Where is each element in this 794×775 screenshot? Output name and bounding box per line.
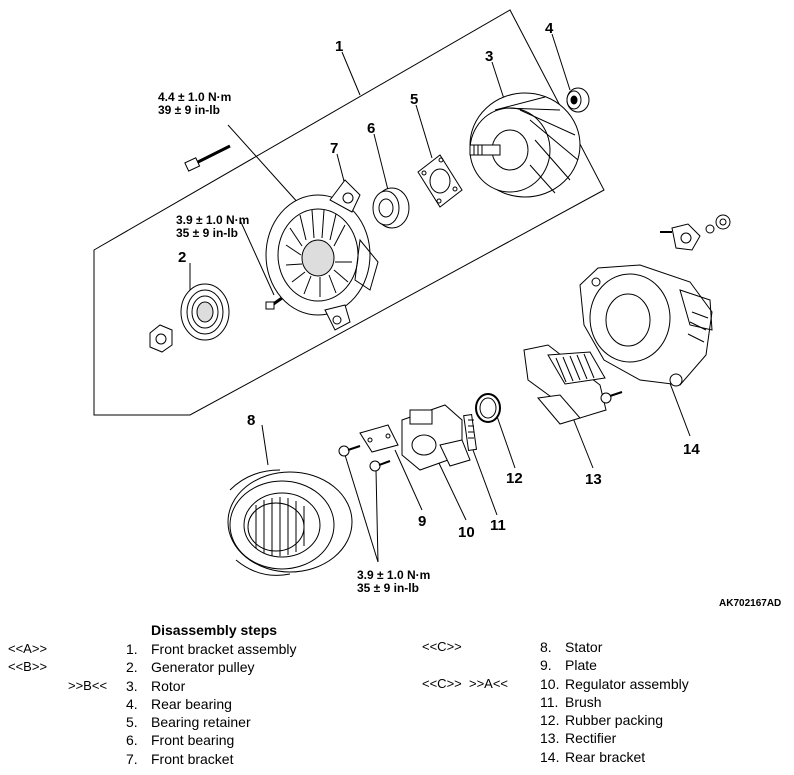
torque-spec-bolt: 4.4 ± 1.0 N·m 39 ± 9 in-lb bbox=[158, 91, 231, 117]
torque-bolt-nm: 4.4 ± 1.0 N·m bbox=[158, 90, 232, 104]
step-number: 10. bbox=[540, 675, 560, 692]
torque-screw-nm: 3.9 ± 1.0 N·m bbox=[176, 213, 250, 227]
step-row: 12. Rubber packing bbox=[422, 711, 782, 729]
step-number: 5. bbox=[126, 714, 138, 731]
rear-bearing bbox=[566, 87, 590, 113]
torque-bolt-inlb: 39 ± 9 in-lb bbox=[158, 103, 220, 117]
step-label: Rubber packing bbox=[565, 712, 664, 729]
callout-labels: 1 2 3 4 5 6 7 8 9 10 11 12 13 14 bbox=[178, 20, 700, 541]
callout-3: 3 bbox=[485, 48, 493, 65]
step-number: 3. bbox=[126, 677, 138, 694]
callout-12: 12 bbox=[506, 470, 523, 487]
step-label: Front bracket bbox=[151, 750, 234, 767]
step-code: <<A>> bbox=[8, 641, 48, 656]
step-number: 6. bbox=[126, 732, 138, 749]
step-label: Rotor bbox=[151, 677, 186, 694]
torque-spec-screw: 3.9 ± 1.0 N·m 35 ± 9 in-lb bbox=[176, 214, 249, 240]
steps-left-list: <<A>> 1. Front bracket assembly <<B>> 2.… bbox=[8, 640, 398, 768]
step-row: <<B>> 2. Generator pulley bbox=[8, 658, 398, 676]
step-number: 11. bbox=[540, 693, 559, 710]
assembly-boundary bbox=[93, 9, 605, 416]
through-bolt bbox=[184, 144, 231, 172]
step-label: Regulator assembly bbox=[565, 675, 689, 692]
step-label: Front bearing bbox=[151, 732, 235, 749]
step-row: 11. Brush bbox=[422, 693, 782, 711]
step-label: Plate bbox=[565, 657, 597, 674]
step-label: Rectifier bbox=[565, 730, 617, 747]
callout-4: 4 bbox=[545, 20, 554, 37]
step-row: 9. Plate bbox=[422, 656, 782, 674]
brush bbox=[463, 414, 478, 451]
stator bbox=[227, 469, 353, 576]
step-row: 14. Rear bracket bbox=[422, 748, 782, 766]
step-number: 14. bbox=[540, 748, 560, 765]
callout-2: 2 bbox=[178, 249, 186, 266]
torque-plate-inlb: 35 ± 9 in-lb bbox=[357, 581, 419, 595]
step-code: <<C>> >>A<< bbox=[422, 675, 509, 691]
rotor bbox=[469, 92, 581, 198]
step-label: Rear bracket bbox=[565, 748, 646, 765]
rectifier bbox=[523, 344, 623, 425]
callout-7: 7 bbox=[330, 140, 338, 157]
reference-code: AK702167AD bbox=[719, 598, 782, 609]
step-code: <<B>> bbox=[8, 659, 48, 675]
step-row: 6. Front bearing bbox=[8, 731, 398, 749]
callout-11: 11 bbox=[490, 517, 506, 534]
step-row: <<C>> 8. Stator bbox=[422, 638, 782, 656]
regulator-assembly bbox=[401, 404, 471, 471]
screw-mid bbox=[265, 296, 283, 310]
step-code: <<C>> bbox=[422, 639, 462, 654]
step-number: 13. bbox=[540, 730, 560, 747]
step-row: 5. Bearing retainer bbox=[8, 713, 398, 731]
torque-spec-plate-screws: 3.9 ± 1.0 N·m 35 ± 9 in-lb bbox=[357, 569, 430, 595]
step-number: 8. bbox=[540, 639, 552, 655]
step-label: Rear bearing bbox=[151, 695, 232, 712]
step-row: <<A>> 1. Front bracket assembly bbox=[8, 640, 398, 658]
steps-title: Disassembly steps bbox=[151, 622, 278, 638]
step-number: 7. bbox=[126, 750, 138, 767]
steps-right-list: <<C>> 8. Stator 9. Plate <<C>> >>A<< 10.… bbox=[422, 638, 782, 766]
step-row: 13. Rectifier bbox=[422, 729, 782, 747]
step-label: Generator pulley bbox=[151, 659, 255, 676]
step-label: Bearing retainer bbox=[151, 714, 251, 731]
step-number: 2. bbox=[126, 659, 138, 676]
step-row: <<C>> >>A<< 10. Regulator assembly bbox=[422, 675, 782, 693]
callout-14: 14 bbox=[683, 441, 700, 458]
terminal-hardware bbox=[660, 214, 731, 251]
step-row: 4. Rear bearing bbox=[8, 695, 398, 713]
step-label: Front bracket assembly bbox=[151, 641, 297, 657]
step-number: 9. bbox=[540, 657, 552, 674]
step-row: >>B<< 3. Rotor bbox=[8, 677, 398, 695]
rear-bracket bbox=[579, 264, 713, 387]
callout-9: 9 bbox=[418, 513, 426, 530]
generator-pulley bbox=[149, 283, 230, 353]
callout-10: 10 bbox=[458, 524, 475, 541]
callout-6: 6 bbox=[367, 120, 375, 137]
torque-plate-nm: 3.9 ± 1.0 N·m bbox=[357, 568, 431, 582]
front-bracket bbox=[265, 179, 379, 331]
bearing-retainer bbox=[417, 154, 463, 208]
callout-1: 1 bbox=[335, 38, 343, 55]
step-label: Brush bbox=[565, 693, 602, 710]
step-code: >>B<< bbox=[68, 677, 108, 693]
exploded-view-diagram: 1 2 3 4 5 6 7 8 9 10 11 12 13 14 bbox=[93, 9, 731, 576]
step-number: 12. bbox=[540, 712, 560, 729]
step-row: 7. Front bracket bbox=[8, 750, 398, 768]
callout-13: 13 bbox=[585, 471, 602, 488]
torque-screw-inlb: 35 ± 9 in-lb bbox=[176, 226, 238, 240]
step-label: Stator bbox=[565, 639, 603, 655]
front-bearing bbox=[372, 187, 410, 229]
step-number: 4. bbox=[126, 695, 138, 712]
callout-5: 5 bbox=[410, 91, 418, 108]
rubber-packing bbox=[475, 393, 501, 423]
callout-8: 8 bbox=[247, 412, 255, 429]
step-number: 1. bbox=[126, 641, 138, 657]
plate bbox=[338, 424, 399, 472]
